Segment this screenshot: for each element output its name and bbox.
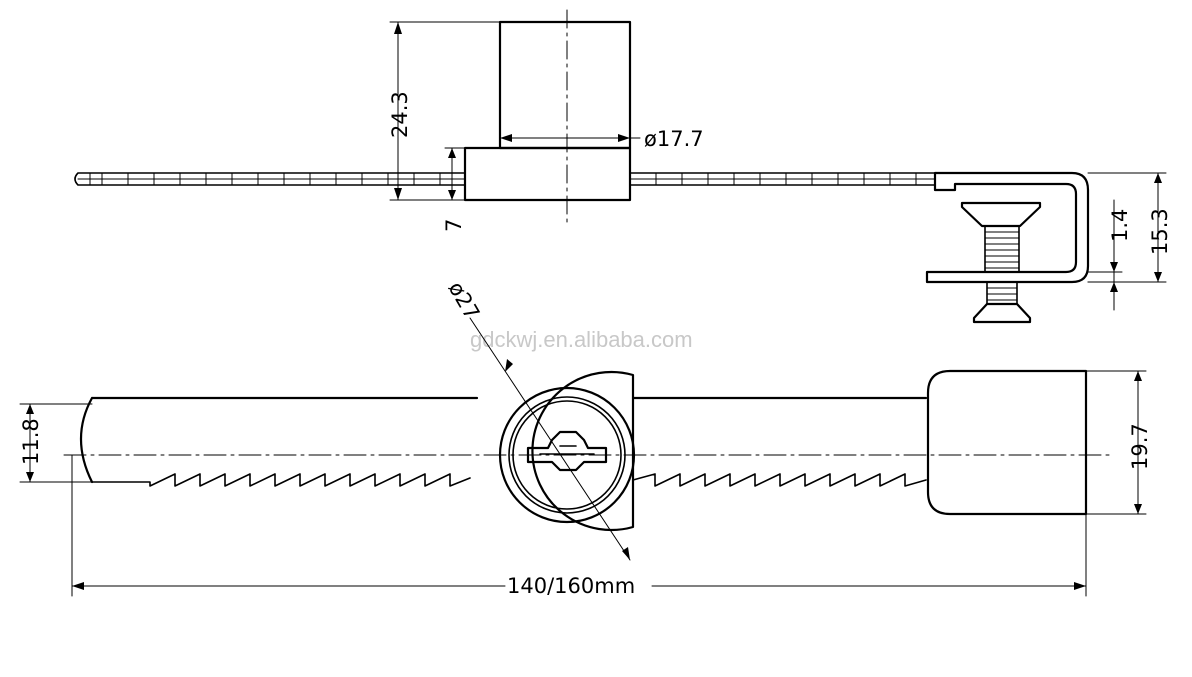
dim-head-19-7: 19.7 xyxy=(1085,370,1152,515)
right-rack-bar xyxy=(629,172,936,186)
dim-diameter-27: ø27 xyxy=(444,278,631,561)
dim-diameter-17-7: ø17.7 xyxy=(499,127,704,151)
dim-label-1-4: 1.4 xyxy=(1108,209,1132,242)
side-view: 24.3 ø17.7 7 1.4 15.3 xyxy=(74,9,1172,324)
screw xyxy=(960,201,1042,324)
dim-screw-1-4: 1.4 xyxy=(1087,199,1132,311)
dim-plate-7: 7 xyxy=(442,147,501,232)
dim-label-11-8: 11.8 xyxy=(19,418,43,465)
lock-cylinder xyxy=(498,20,632,150)
dim-bar-11-8: 11.8 xyxy=(19,403,93,483)
dim-label-27: ø27 xyxy=(444,278,485,324)
dim-label-length: 140/160mm xyxy=(507,574,635,598)
front-view: ø27 11.8 19.7 140/160mm xyxy=(19,278,1152,599)
dim-label-24-3: 24.3 xyxy=(388,91,412,138)
bracket xyxy=(925,171,1090,284)
dim-length: 140/160mm xyxy=(71,454,1087,598)
front-head-block xyxy=(926,369,1088,516)
dim-label-19-7: 19.7 xyxy=(1128,423,1152,470)
dim-label-15-3: 15.3 xyxy=(1148,208,1172,255)
dim-label-7: 7 xyxy=(442,219,466,232)
dim-bracket-15-3: 15.3 xyxy=(1087,172,1172,283)
lock-base-plate xyxy=(463,146,632,202)
left-rack-bar xyxy=(74,172,466,186)
watermark: gdckwj.en.alibaba.com xyxy=(470,327,693,352)
front-left-bar xyxy=(79,396,479,487)
key-slot xyxy=(526,430,608,472)
front-right-bar xyxy=(631,396,928,487)
dim-label-17-7: ø17.7 xyxy=(644,127,704,151)
